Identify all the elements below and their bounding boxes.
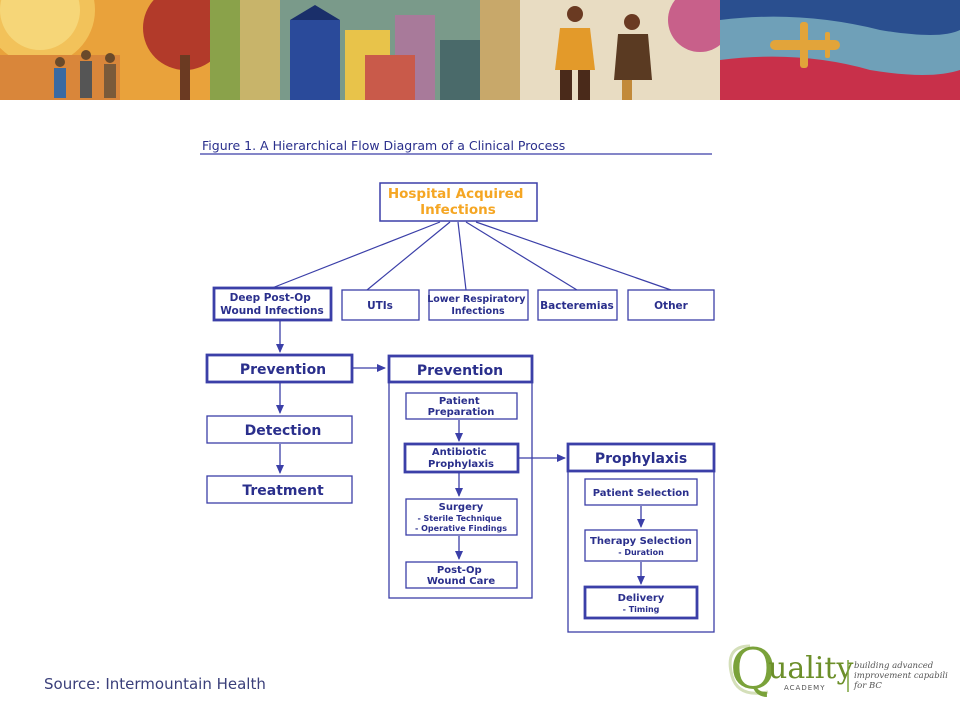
category-bacteremias: Bacteremias xyxy=(537,289,618,321)
logo-tagline: building advanced improvement capability… xyxy=(853,661,948,691)
step-patient-preparation: Patient Preparation xyxy=(405,392,518,420)
logo-q-letter: Q xyxy=(730,640,776,700)
svg-text:Surgery: Surgery xyxy=(439,502,484,513)
phase-detection: Detection xyxy=(206,415,353,444)
svg-text:Treatment: Treatment xyxy=(242,483,324,499)
svg-text:Deep Post-Op Wound Infec: Deep Post-Op Wound Infections xyxy=(220,292,323,317)
svg-text:Prevention: Prevention xyxy=(240,362,326,378)
step-therapy-selection: Therapy Selection - Duration xyxy=(584,529,698,562)
step-antibiotic-prophylaxis: Antibiotic Prophylaxis xyxy=(403,442,520,474)
category-lower-respiratory: Lower Respiratory Infections xyxy=(427,289,529,321)
svg-text:Post-Op Wound Care: Post-Op Wound Care xyxy=(427,565,495,587)
category-other: Other xyxy=(627,289,715,321)
svg-text:Lower Respiratory Infect: Lower Respiratory Infections xyxy=(427,294,529,317)
svg-text:Antibiotic Prophylaxis: Antibiotic Prophylaxis xyxy=(428,447,494,470)
source-caption: Source: Intermountain Health xyxy=(44,675,266,693)
prevention-panel-title: Prevention xyxy=(417,363,503,379)
figure-title: Figure 1. A Hierarchical Flow Diagram of… xyxy=(202,138,565,153)
svg-text:- Duration: - Duration xyxy=(618,548,664,557)
svg-text:- Timing: - Timing xyxy=(623,605,660,614)
svg-text:Bacteremias: Bacteremias xyxy=(540,300,614,312)
prophylaxis-panel-title: Prophylaxis xyxy=(595,451,687,467)
root-node-label: Hospital Acquired Infections xyxy=(388,186,528,218)
logo-word: uality xyxy=(768,651,853,686)
step-patient-selection: Patient Selection xyxy=(584,478,698,506)
category-utis: UTIs xyxy=(341,289,420,321)
root-connectors xyxy=(271,221,672,291)
category-deep-post-op: Deep Post-Op Wound Infections xyxy=(212,286,333,322)
svg-text:Detection: Detection xyxy=(245,423,322,439)
phase-treatment: Treatment xyxy=(206,475,353,504)
step-surgery: Surgery - Sterile Technique - Operative … xyxy=(405,498,518,536)
decorative-banner xyxy=(0,0,960,100)
svg-text:Delivery: Delivery xyxy=(618,593,665,604)
phase-prevention: Prevention xyxy=(205,353,354,384)
svg-text:Patient Selection: Patient Selection xyxy=(593,488,690,499)
logo-academy: ACADEMY xyxy=(784,684,825,692)
step-post-op-wound-care: Post-Op Wound Care xyxy=(405,561,518,589)
svg-text:Patient Preparation: Patient Preparation xyxy=(428,396,495,418)
svg-text:UTIs: UTIs xyxy=(367,300,393,312)
root-node: Hospital Acquired Infections xyxy=(379,182,538,222)
svg-text:Other: Other xyxy=(654,300,689,312)
svg-text:- Sterile Technique - Op: - Sterile Technique - Operative Findings xyxy=(415,514,507,533)
step-delivery: Delivery - Timing xyxy=(583,585,699,620)
svg-text:Therapy Selection: Therapy Selection xyxy=(590,536,692,547)
quality-academy-logo: Q uality ACADEMY building advanced impro… xyxy=(728,640,948,700)
